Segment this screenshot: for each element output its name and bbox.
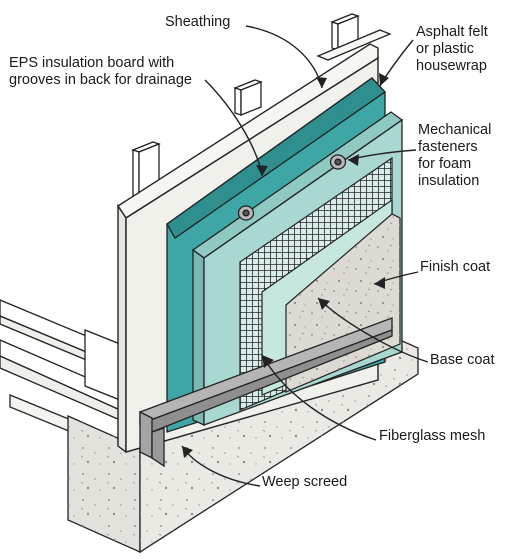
foundation-wall — [67, 339, 419, 554]
weep-screed — [138, 317, 393, 468]
label-base-coat: Base coat — [430, 352, 495, 368]
label-sheathing: Sheathing — [165, 14, 231, 30]
label-eps-insulation-board: EPS insulation board with grooves in bac… — [9, 55, 192, 88]
label-finish-coat: Finish coat — [420, 259, 491, 275]
arrowheads — [182, 73, 389, 458]
label-weep-screed: Weep screed — [262, 474, 348, 490]
floor-framing — [0, 299, 121, 453]
label-fiberglass-mesh: Fiberglass mesh — [379, 428, 486, 444]
label-mechanical-fasteners: Mechanical fasteners for foam insulation — [418, 122, 492, 189]
label-housewrap: Asphalt felt or plastic housewrap — [416, 24, 488, 74]
wood-framing — [131, 13, 392, 212]
